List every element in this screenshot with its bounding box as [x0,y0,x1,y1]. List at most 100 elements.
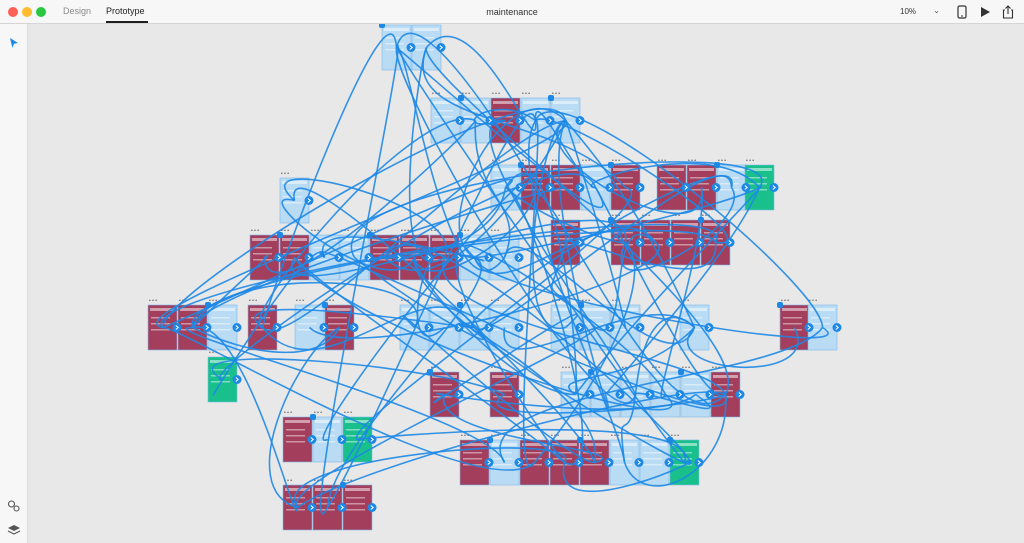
prototype-wire [293,256,566,464]
prototype-wire [473,257,829,339]
artboard-text-line [434,122,453,124]
artboard-text-line [643,458,662,460]
artboard-menu-dots: • • • [284,410,292,416]
wire-handle [832,323,842,332]
prototype-canvas[interactable]: • • • • • • • • • • • • • • • • • • • • • • • •… [28,24,1024,543]
artboard-text-line [283,253,302,255]
chevron-right-icon [457,255,461,260]
plugins-icon[interactable] [6,498,22,514]
artboard-header [553,308,578,311]
artboard-text-line [346,435,365,437]
home-anchor [578,302,584,308]
artboard-header [327,308,352,311]
artboard-text-line [554,232,573,234]
artboard-menu-dots: • • • [281,228,289,234]
artboard-text-line [553,458,572,460]
wire-handle [645,390,655,399]
wire-handle [545,116,555,125]
artboard-menu-dots: • • • [492,91,500,97]
share-icon[interactable] [1000,4,1016,20]
artboard-menu-dots: • • • [149,298,157,304]
zoom-window-button[interactable] [36,7,46,17]
wire-handle [337,435,347,444]
wire-handle [725,238,735,247]
artboard-menu-dots: • • • [431,365,439,371]
artboard-text-line [385,49,404,51]
home-anchor [277,232,283,238]
prototype-wire [503,313,696,350]
artboard-text-line [251,323,270,325]
chevron-right-icon [578,185,582,190]
wire-handle [544,458,554,467]
artboard-header [623,375,648,378]
artboard-text-line [584,323,603,325]
artboard-menu-dots: • • • [552,91,560,97]
artboard-header [810,308,835,311]
wire-handle [675,390,685,399]
layers-icon[interactable] [6,522,22,538]
chevron-right-icon [458,118,462,123]
chevron-right-icon [577,460,581,465]
chevron-right-icon [684,185,688,190]
prototype-wire [191,255,269,329]
prototype-wire [320,44,399,515]
wire-handle [575,238,585,247]
artboard-menu-dots: • • • [672,213,680,219]
tab-design[interactable]: Design [63,6,92,16]
artboard-menu-dots: • • • [521,433,529,439]
artboard-header [492,238,517,241]
artboard-text-line [674,244,693,246]
home-anchor [487,437,493,443]
artboard-text-line [493,384,512,386]
wire-handle [202,323,212,332]
prototype-wire [261,306,476,351]
chevron-right-icon [578,240,582,245]
phone-icon[interactable] [954,4,970,20]
wire-handle [704,323,714,332]
close-window-button[interactable] [8,7,18,17]
artboard-text-line [554,177,573,179]
artboard-text-line [463,458,482,460]
wire-handle [681,183,691,192]
play-icon[interactable] [977,4,993,20]
prototype-wire [319,251,727,407]
artboard-text-line [690,177,709,179]
chevron-right-icon [698,240,702,245]
artboard-menu-dots: • • • [432,91,440,97]
prototype-flow-map[interactable]: • • • • • • • • • • • • • • • • • • • • • • • •… [28,24,1024,543]
artboard-text-line [523,458,542,460]
select-arrow-icon[interactable] [6,35,22,51]
chevron-right-icon [638,325,642,330]
artboard-header [432,308,457,311]
artboard-text-line [346,509,365,511]
chevron-right-icon [608,325,612,330]
artboard-header [492,375,517,378]
wire-handle [424,253,434,262]
chevron-right-icon [708,392,712,397]
chevron-right-icon [548,185,552,190]
artboard-menu-dots: • • • [314,410,322,416]
artboard-header [583,308,608,311]
home-anchor [367,232,373,238]
wire-handle [575,183,585,192]
artboard-header [747,168,772,171]
chevron-right-icon [547,460,551,465]
artboard-text-line [704,244,723,246]
chevron-right-icon [738,392,742,397]
artboard-menu-dots: • • • [582,298,590,304]
wire-handle [664,458,674,467]
home-anchor [577,437,583,443]
artboard-text-line [415,43,434,45]
artboard-menu-dots: • • • [371,228,379,234]
wire-handle [484,323,494,332]
artboard-text-line [673,458,692,460]
zoom-select[interactable]: 10% ⌄ [896,5,944,19]
artboard-menu-dots: • • • [581,433,589,439]
artboard-text-line [346,497,365,499]
tab-prototype[interactable]: Prototype [106,6,145,16]
chevron-right-icon [637,460,641,465]
minimize-window-button[interactable] [22,7,32,17]
artboard-text-line [690,183,709,185]
wire-handle [514,390,524,399]
chevron-right-icon [322,325,326,330]
